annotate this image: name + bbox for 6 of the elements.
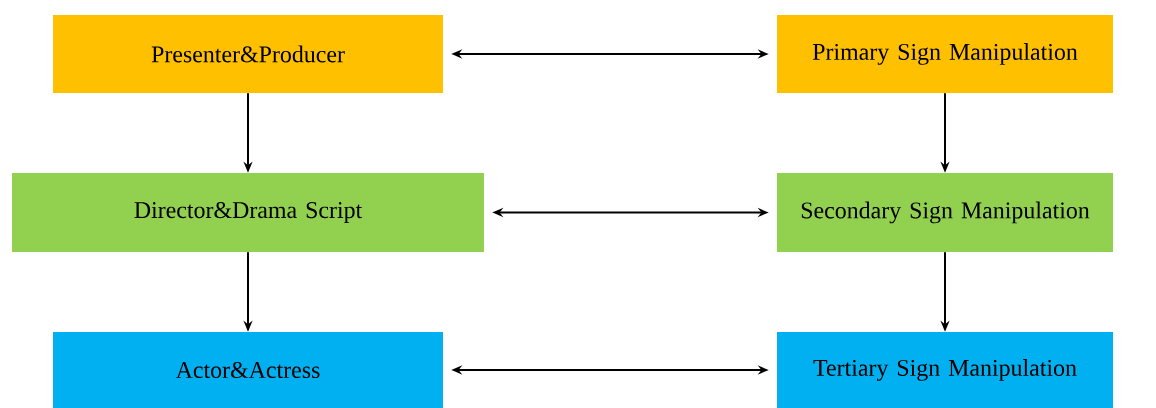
process-box: Tertiary Sign Manipulation (777, 332, 1113, 408)
process-box: Director&Drama Script (12, 173, 484, 252)
process-box: Primary Sign Manipulation (777, 15, 1113, 93)
process-box: Actor&Actress (53, 332, 443, 408)
process-box: Presenter&Producer (53, 15, 443, 93)
process-box: Secondary Sign Manipulation (777, 173, 1113, 252)
